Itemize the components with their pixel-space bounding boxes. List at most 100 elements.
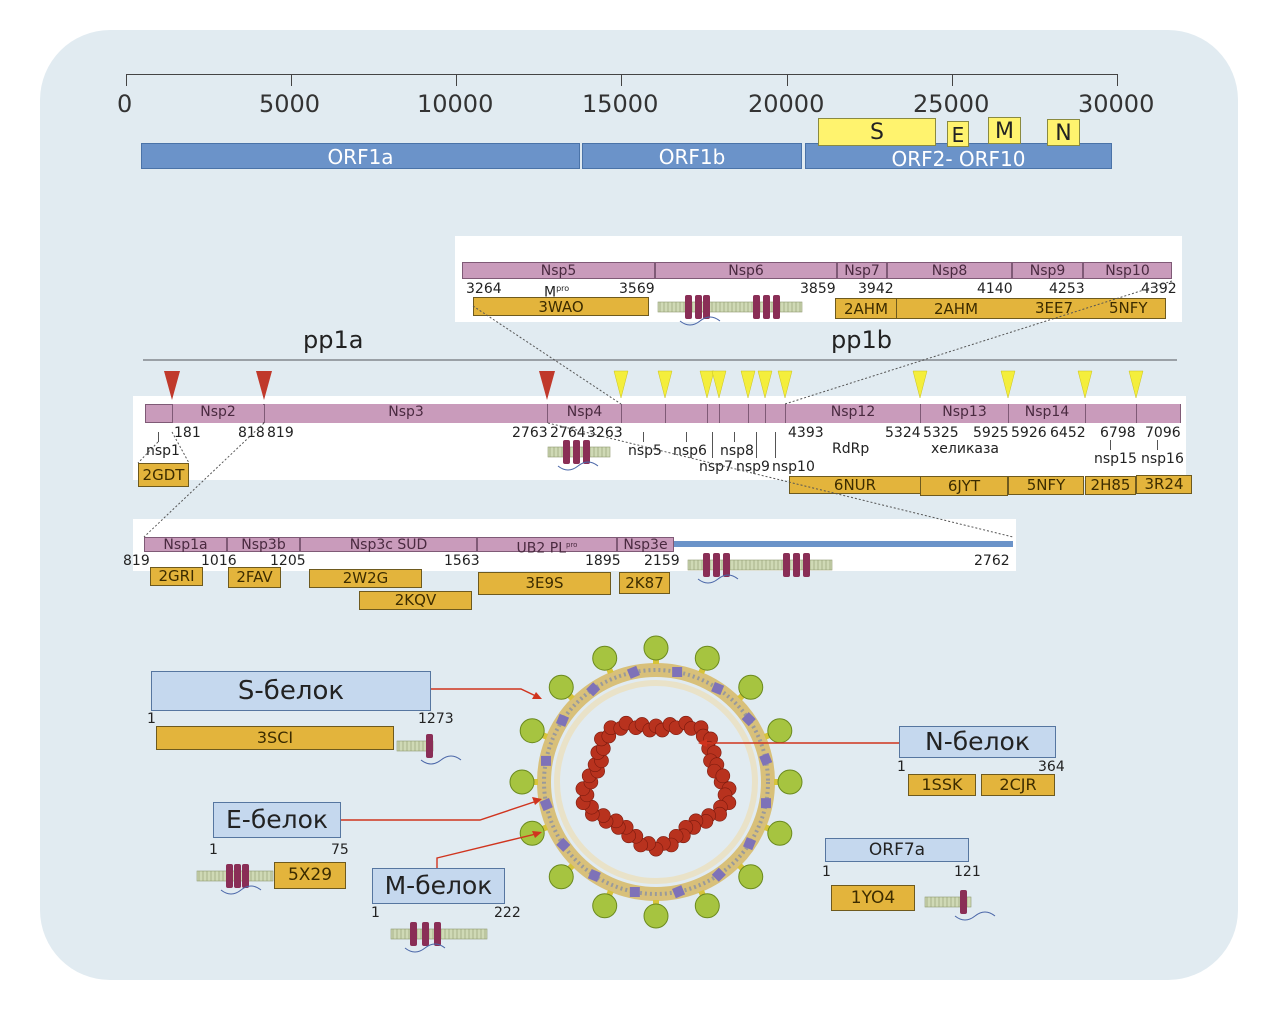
scale-tick-label: 20000 [748, 90, 825, 118]
n-start-label: 1 [897, 759, 906, 775]
orf1b-bar: ORF1b [582, 143, 802, 169]
nsp8-segment: Nsp8 [887, 262, 1012, 279]
spike-head [694, 893, 720, 919]
membrane-protein [759, 752, 773, 766]
loop-path [697, 574, 739, 584]
arrowhead [532, 797, 542, 805]
nsp12-segment: Nsp12 [785, 404, 920, 423]
lipid-bilayer [657, 301, 803, 313]
nsp8-label: nsp8 [720, 443, 754, 459]
spike-head [548, 674, 574, 700]
yellow-cleavage-triangle [1000, 370, 1016, 399]
yellow-cleavage-triangle [1077, 370, 1093, 399]
position-label: 1016 [201, 553, 237, 569]
nsp3b-segment: Nsp3b [227, 537, 300, 552]
pdb-3r24: 3R24 [1136, 475, 1192, 494]
arrowhead [532, 831, 542, 838]
tm-helix [793, 553, 800, 577]
tm-helix [803, 553, 810, 577]
scale-tick-label: 0 [117, 90, 133, 118]
loop-path [557, 461, 599, 471]
orf7a-start-label: 1 [822, 864, 831, 880]
e-start-label: 1 [209, 842, 218, 858]
tm-helix [583, 440, 590, 464]
membrane-protein [741, 712, 756, 727]
nsp14-segment: Nsp14 [1008, 404, 1085, 423]
tm-helix [703, 295, 710, 319]
red-cleavage-triangle [539, 371, 555, 400]
scale-tick-label: 5000 [259, 90, 321, 118]
loop-path [679, 316, 721, 326]
position-label: 3264 [466, 281, 502, 297]
membrane-protein [672, 885, 686, 899]
tm-helix [773, 295, 780, 319]
red-cleavage-triangle [164, 371, 180, 400]
pdb-6nur: 6NUR [789, 476, 921, 494]
nsp9-segment: Nsp9 [1012, 262, 1083, 279]
orf1a-bar: ORF1a [141, 143, 580, 169]
spike-head [694, 645, 720, 671]
position-label: 4253 [1049, 281, 1085, 297]
mpro-cleavage-sites [613, 370, 1144, 399]
nsp2-segment: Nsp2 [172, 404, 263, 423]
label-connector [734, 432, 735, 442]
position-label: 2763 [512, 425, 548, 441]
zoom-line-2gdt-left [137, 441, 159, 464]
n-protein-box: N-белок [899, 726, 1056, 758]
scale-tick-mark [126, 74, 127, 86]
plpro-cleavage-sites [164, 371, 555, 400]
nsp10-segment-small [765, 404, 785, 423]
scale-tick-label: 10000 [417, 90, 494, 118]
tm-helix [242, 864, 249, 888]
scale-tick-label: 25000 [913, 90, 990, 118]
scale-tick-label: 30000 [1078, 90, 1155, 118]
loop-path [220, 885, 262, 895]
position-label: 3263 [587, 425, 623, 441]
nsp16-label: nsp16 [1141, 451, 1184, 467]
spike-head [519, 820, 545, 846]
membrane-protein [556, 837, 571, 852]
lipid-bilayer [924, 896, 972, 908]
pdb-1yo4: 1YO4 [831, 885, 915, 911]
position-label: 6452 [1050, 425, 1086, 441]
virion-illustration [509, 635, 803, 929]
pdb-2gri: 2GRI [150, 567, 203, 586]
spike-head [738, 674, 764, 700]
s-protein-arrow [431, 688, 541, 699]
rdrp-label: RdRp [832, 441, 870, 457]
nucleocapsid-bead [715, 768, 731, 784]
nsp4-segment: Nsp4 [547, 404, 621, 423]
pdb-3ee7: 3EE7 [1035, 299, 1074, 317]
pdb-3e9s: 3E9S [478, 572, 611, 595]
position-label: 6798 [1100, 425, 1136, 441]
membrane-protein [626, 665, 640, 679]
scale-tick-mark [952, 74, 953, 86]
scale-tick-label: 15000 [582, 90, 659, 118]
yellow-cleavage-triangle [1128, 370, 1144, 399]
ub2-plpro-segment: UB2 PLpro [477, 537, 617, 556]
nsp6-segment: Nsp6 [655, 262, 837, 279]
tm-helix [426, 734, 433, 758]
membrane-icon [196, 864, 274, 895]
zoom-line-nsp3-right [547, 422, 1014, 538]
spike-head [738, 864, 764, 890]
membrane-protein [587, 868, 601, 883]
spike-head [509, 769, 535, 795]
position-label: 4393 [788, 425, 824, 441]
s-protein-box: S-белок [151, 671, 431, 711]
virion-envelope-inner [554, 680, 758, 884]
pp1a-label: pp1a [303, 326, 364, 354]
e-protein-box: E-белок [213, 802, 341, 838]
pdb-2gdt: 2GDT [138, 463, 189, 487]
nsp5-label: nsp5 [628, 443, 662, 459]
position-label: 1563 [444, 553, 480, 569]
virion-envelope-dots [542, 668, 770, 896]
yellow-cleavage-triangle [711, 370, 727, 399]
zoom-lines [137, 280, 1173, 538]
scale-tick-mark [621, 74, 622, 86]
e-protein-arrow [341, 799, 541, 821]
zoom-line-nsp3-left [143, 422, 265, 538]
pdb-2fav: 2FAV [228, 567, 281, 588]
yellow-cleavage-triangle [613, 370, 629, 399]
